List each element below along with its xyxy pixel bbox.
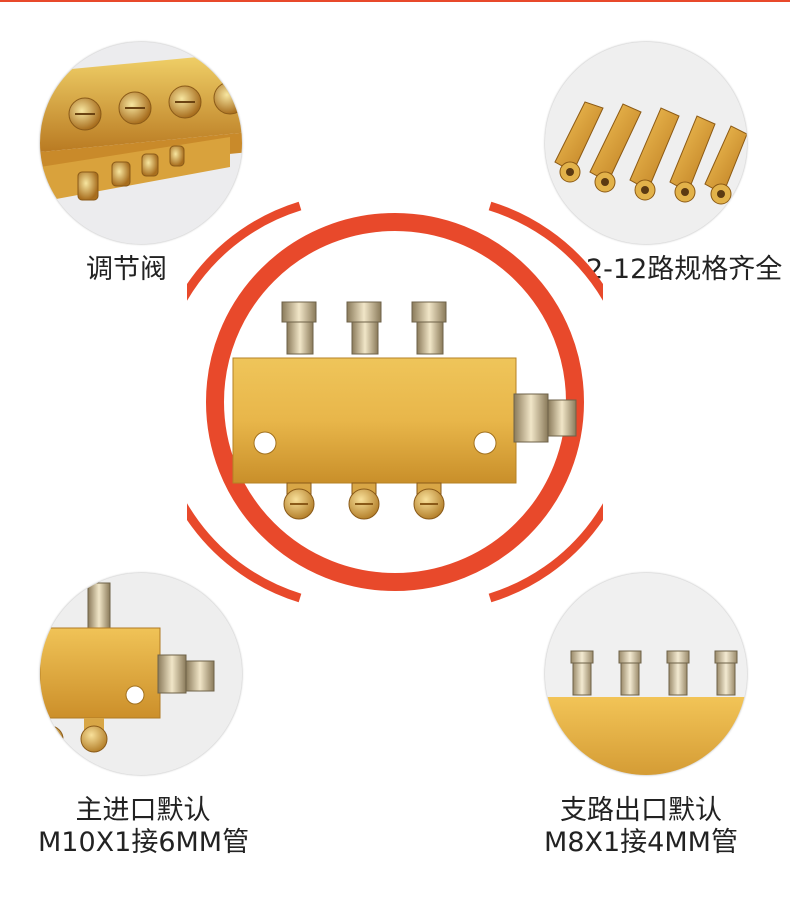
branch-outlet-photo-bubble	[545, 573, 747, 775]
valve-label: 调节阀	[86, 254, 167, 286]
main-inlet-line-1: 主进口默认	[75, 795, 211, 826]
branch-outlet-line-2: M8X1接4MM管	[544, 827, 738, 858]
oil-distributor-block-photo	[232, 301, 577, 520]
main-inlet-closeup-photo	[40, 573, 242, 775]
top-accent-bar	[0, 0, 790, 2]
sizes-photo-bubble	[545, 42, 747, 244]
ring-arc-left	[187, 201, 302, 603]
main-inlet-line-2: M10X1接6MM管	[38, 827, 250, 858]
branch-outlet-closeup-photo	[545, 573, 747, 775]
sizes-label-text: 2-12路规格齐全	[586, 254, 783, 285]
valve-photo-bubble	[40, 42, 242, 244]
valve-label-text: 调节阀	[86, 254, 167, 285]
ring-arc-right	[488, 201, 603, 603]
main-inlet-photo-bubble	[40, 573, 242, 775]
branch-outlet-label: 支路出口默认 M8X1接4MM管	[536, 795, 746, 859]
main-inlet-label: 主进口默认 M10X1接6MM管	[38, 795, 250, 859]
distributor-range-photo	[545, 42, 747, 244]
sizes-label: 2-12路规格齐全	[586, 254, 782, 286]
branch-outlet-line-1: 支路出口默认	[560, 795, 722, 826]
center-product-ring	[187, 201, 603, 603]
adjusting-valve-photo	[40, 42, 242, 244]
